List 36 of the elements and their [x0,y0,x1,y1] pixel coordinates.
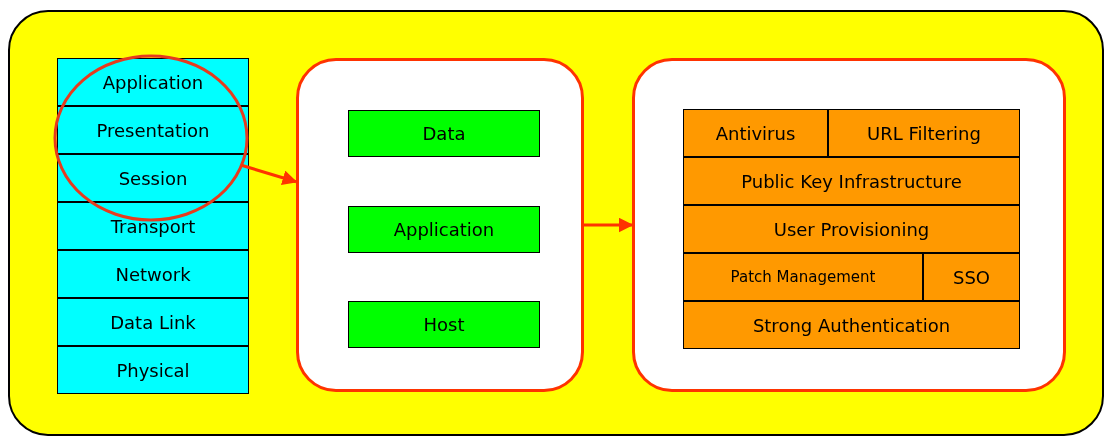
category-box [348,206,540,253]
control-box [683,157,1020,205]
arrow [241,163,298,185]
panel [632,58,1066,392]
ellipse-outline [53,54,249,222]
layer-box [57,250,249,298]
control-label: Public Key Infrastructure [741,170,962,192]
layer-label: Physical [116,359,190,381]
control-box [683,253,923,301]
control-box [683,205,1020,253]
layer-box [57,298,249,346]
control-label: Antivirus [715,122,796,144]
layer-label: Network [115,263,191,285]
control-box [923,253,1020,301]
control-box [828,109,1020,157]
layer-box [57,346,249,394]
layer-label: Session [118,167,188,189]
panel [296,58,584,392]
category-box [348,301,540,348]
control-box [683,109,828,157]
layer-label: Data Link [110,311,196,333]
control-label: SSO [953,266,990,288]
category-label: Host [423,314,465,335]
control-label: URL Filtering [867,122,981,144]
layer-label: Application [102,71,204,93]
control-label: Patch Management [730,268,876,286]
layer-label: Presentation [96,119,210,141]
category-label: Application [393,219,495,240]
category-label: Data [422,123,466,144]
arrow [584,217,634,233]
control-label: User Provisioning [773,218,930,240]
category-box [348,110,540,157]
layer-box [57,202,249,250]
control-label: Strong Authentication [752,314,951,336]
layer-label: Transport [110,215,196,237]
control-box [683,301,1020,349]
